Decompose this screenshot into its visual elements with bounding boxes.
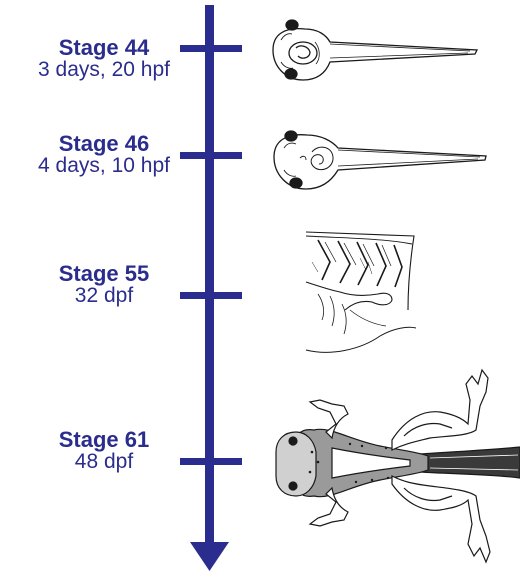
stage-46-tadpole-illustration [274,131,486,189]
timeline-axis [180,5,242,571]
timeline-line [205,5,214,550]
stage-55-hindlimb-illustration [306,232,416,352]
stage-61-tick [180,458,242,465]
timeline-arrowhead [190,542,229,571]
stage-44-tadpole-illustration [273,20,477,80]
stage-46-tick [180,152,242,159]
stage-61-froglet-illustration [276,370,520,562]
stage-55-tick [180,292,242,299]
stage-44-tick [180,45,242,52]
